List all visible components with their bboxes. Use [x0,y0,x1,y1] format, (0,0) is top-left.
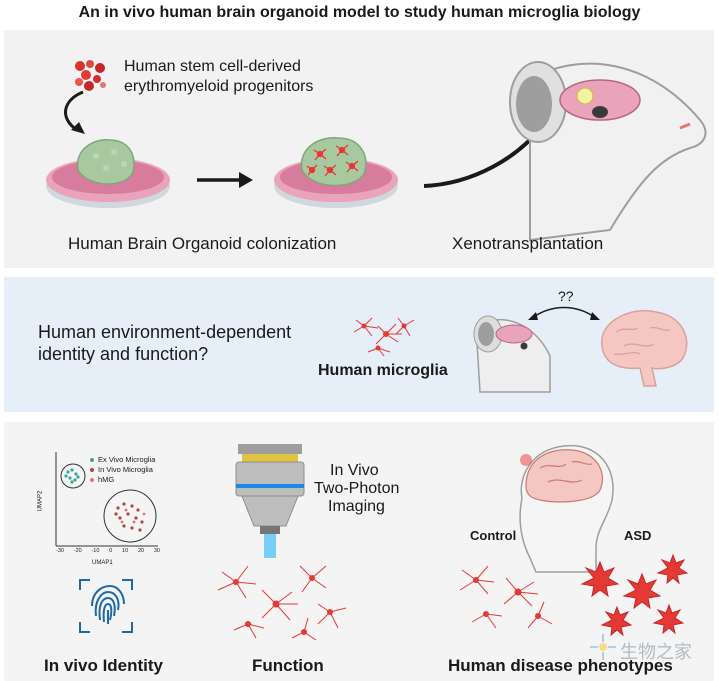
xenotransplantation-label: Xenotransplantation [452,234,604,253]
asd-microglia-icon [580,553,689,637]
umap-xtick: -10 [91,548,100,554]
imaging-line2: Two-Photon [314,480,400,497]
umap-legend-ex-vivo: Ex Vivo Microglia [98,455,156,464]
microglia-network-icon [217,565,347,641]
identity-label: In vivo Identity [44,656,164,675]
seeding-arrow-icon [64,90,85,134]
human-head-icon [519,444,614,573]
progenitors-label-line2: erythromyeloid progenitors [124,78,314,95]
organoid-dish-icon [46,139,170,208]
microglia-label: Human microglia [318,362,448,379]
imaging-line1: In Vivo [330,462,379,479]
human-brain-icon [601,309,688,387]
microglia-cluster-icon [353,317,415,357]
imaging-line3: Imaging [328,498,385,515]
watermark-logo-icon [590,634,616,660]
microscope-objective-icon [235,444,305,558]
function-label: Function [252,656,324,675]
umap-xtick: 30 [153,548,160,554]
mouse-head-icon [509,61,707,242]
umap-plot [55,452,158,547]
question-line2: identity and function? [38,344,209,364]
question-panel [4,277,714,412]
unknown-label: ?? [558,288,574,304]
fingerprint-icon [79,579,133,633]
umap-ylabel: UMAP2 [37,490,44,512]
watermark-text: 生物之家 [620,642,692,662]
umap-xtick: 20 [137,548,145,554]
disease-label: Human disease phenotypes [448,656,673,675]
umap-xtick: 0 [109,548,113,554]
mouse-small-icon [473,315,551,393]
progenitor-cells-icon [75,60,106,91]
control-label: Control [470,528,517,543]
process-arrow-icon [197,172,253,188]
umap-xlabel: UMAP1 [92,560,113,566]
asd-label: ASD [624,528,652,543]
progenitors-label-line1: Human stem cell-derived [124,58,301,75]
umap-xtick: -30 [56,548,64,554]
comparison-arrow-icon [528,306,600,320]
colonized-organoid-dish-icon [274,137,398,208]
figure-title: An in vivo human brain organoid model to… [78,4,641,21]
umap-legend-hmg: hMG [98,475,115,484]
umap-xtick: -20 [73,548,82,554]
umap-xticks: -30 -20 -10 0 10 20 30 [56,548,160,554]
question-line1: Human environment-dependent [38,322,292,342]
umap-legend-in-vivo: In Vivo Microglia [98,465,153,474]
umap-xtick: 10 [122,548,129,554]
control-microglia-icon [459,565,553,629]
colonization-label: Human Brain Organoid colonization [68,234,337,253]
